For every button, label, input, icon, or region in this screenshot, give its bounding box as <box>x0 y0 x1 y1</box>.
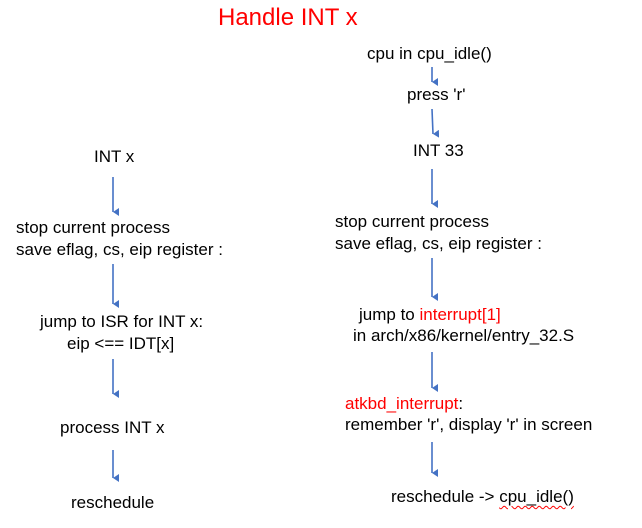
right-interrupt-highlight: interrupt[1] <box>419 305 501 324</box>
right-reschedule: reschedule -> cpu_idle() <box>391 486 574 507</box>
right-atkbd-highlight: atkbd_interrupt <box>345 394 459 413</box>
left-reschedule: reschedule <box>71 493 155 512</box>
right-atkbd-interrupt: atkbd_interrupt: <box>345 393 463 414</box>
right-arrow-2 <box>431 108 440 138</box>
right-press-r: press 'r' <box>407 85 466 104</box>
right-entry-file: in arch/x86/kernel/entry_32.S <box>353 326 575 345</box>
right-cpu-idle-func: cpu_idle() <box>499 487 574 506</box>
right-reschedule-prefix: reschedule -> <box>391 487 500 506</box>
diagram-title: Handle INT x <box>218 4 358 31</box>
right-stop-process: stop current process <box>335 212 490 231</box>
left-eip-idt: eip <== IDT[x] <box>67 334 175 353</box>
right-cpu-idle: cpu in cpu_idle() <box>367 44 492 63</box>
left-save-registers: save eflag, cs, eip register : <box>16 240 223 259</box>
right-atkbd-colon: : <box>458 394 464 413</box>
left-process-int: process INT x <box>60 418 165 437</box>
right-jump-interrupt: jump to interrupt[1] <box>359 304 501 325</box>
right-int-33: INT 33 <box>413 141 464 160</box>
left-int-x: INT x <box>94 147 135 166</box>
right-jump-prefix: jump to <box>359 305 420 324</box>
left-stop-process: stop current process <box>16 218 171 237</box>
right-save-registers: save eflag, cs, eip register : <box>335 234 542 253</box>
right-remember-display: remember 'r', display 'r' in screen <box>345 415 593 434</box>
left-jump-isr: jump to ISR for INT x: <box>40 312 204 331</box>
